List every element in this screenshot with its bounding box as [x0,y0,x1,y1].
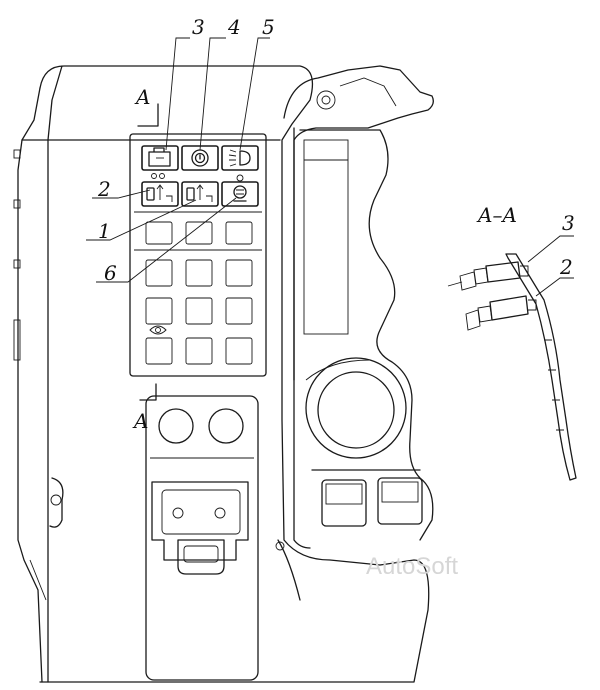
dashboard-body [13,65,430,683]
switch-6-lamp[interactable] [221,181,259,207]
lower-panel [145,395,259,681]
lamp-icon [233,185,247,202]
detail-callout-2: 2 [559,255,573,279]
detail-title: A–A [476,203,517,227]
section-mark-bottom: A [132,409,148,433]
section-line [137,103,159,401]
callout-3: 3 [192,15,205,39]
callout-4: 4 [227,15,241,39]
diff-lock-icon [146,184,173,202]
switch-3-engine[interactable] [141,145,179,171]
axle-lock-icon [186,184,213,202]
leader-lines [86,37,270,283]
eye-symbol-icon [149,325,167,335]
detail-callout-3: 3 [562,211,575,235]
callout-5: 5 [262,15,275,39]
headlight-icon [228,149,251,167]
watermark: AutoSoft [366,553,458,580]
engine-warning-icon [148,147,171,167]
blank-switch-grid [145,221,253,365]
switch-panel [129,133,267,377]
switch-2-diff-lock[interactable] [141,181,179,207]
switch-3-section [447,261,529,291]
switch-2-section [465,295,537,331]
section-detail-view: A–A 3 2 [447,203,577,481]
switch-5-headlight[interactable] [221,145,259,171]
callout-1: 1 [98,219,111,243]
callout-2: 2 [97,177,111,201]
callout-6: 6 [104,261,117,285]
switch-1-axle-lock[interactable] [181,181,219,207]
console-body [283,65,434,549]
section-mark-top: A [134,85,150,109]
